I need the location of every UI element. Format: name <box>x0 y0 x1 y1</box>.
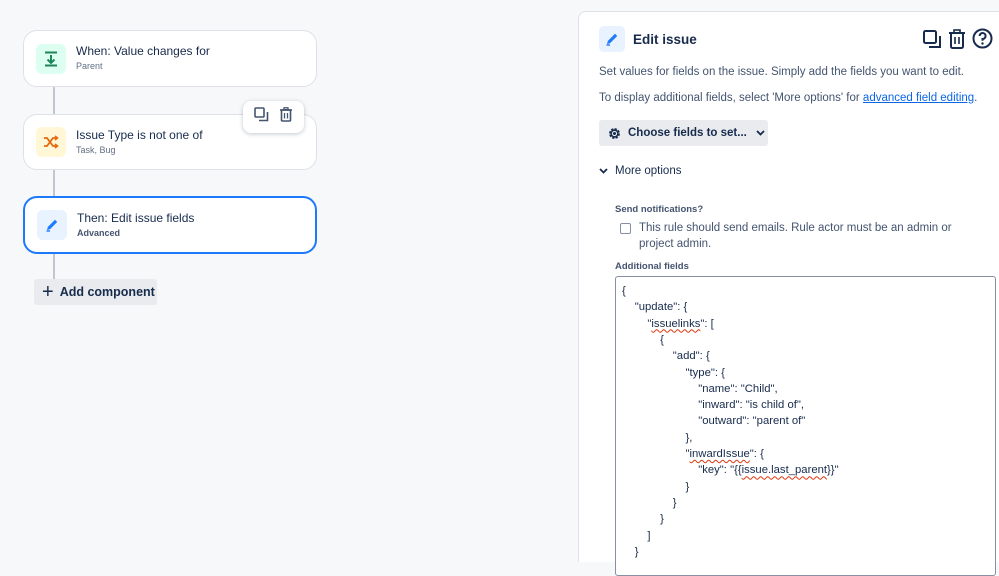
panel-title: Edit issue <box>633 31 697 47</box>
connector-line <box>53 169 55 197</box>
chevron-down-icon <box>756 130 765 136</box>
shuffle-icon <box>36 127 66 157</box>
connector-line <box>53 86 55 114</box>
node-toolbar <box>243 101 304 133</box>
condition-subtitle: Task, Bug <box>76 144 116 155</box>
advanced-field-editing-link[interactable]: advanced field editing <box>862 92 975 104</box>
panel-description-more: To display additional fields, select 'Mo… <box>599 92 977 104</box>
code-line: "type": { <box>685 366 725 379</box>
code-line: } <box>660 513 664 526</box>
add-component-label: Add component <box>59 285 155 299</box>
code-line: "inward": "is child of", <box>698 399 805 412</box>
code-line: "add": { <box>672 350 710 363</box>
choose-fields-button[interactable]: Choose fields to set... <box>599 120 768 146</box>
more-options-toggle[interactable]: More options <box>599 165 681 177</box>
trash-icon[interactable] <box>948 28 966 54</box>
code-line: "key": "{{issue.last_parent}}" <box>698 464 839 477</box>
add-component-button[interactable]: + Add component <box>34 279 157 305</box>
code-line: { <box>622 285 626 297</box>
code-line: ] <box>647 529 651 542</box>
code-line: { <box>660 333 664 346</box>
trigger-title: When: Value changes for <box>76 44 210 58</box>
duplicate-icon[interactable] <box>254 107 269 127</box>
code-line: "name": "Child", <box>698 382 778 395</box>
condition-title: Issue Type is not one of <box>76 127 203 142</box>
panel-actions <box>922 28 993 54</box>
chevron-down-icon <box>599 166 608 176</box>
rule-canvas: When: Value changes for Parent Issue Typ… <box>23 30 317 305</box>
plus-icon: + <box>42 281 54 303</box>
code-line: } <box>685 480 690 493</box>
code-line: "issuelinks": [ <box>647 317 714 330</box>
connector-line <box>53 253 55 279</box>
code-line: } <box>634 545 639 558</box>
send-notifications-text: This rule should send emails. Rule actor… <box>639 222 952 250</box>
duplicate-icon[interactable] <box>922 29 942 54</box>
action-subtitle: Advanced <box>77 227 121 238</box>
more-options-label: More options <box>615 165 682 177</box>
send-notifications-label: Send notifications? <box>615 204 704 215</box>
panel-header: Edit issue <box>599 26 697 52</box>
gear-icon <box>607 126 622 141</box>
trigger-node[interactable]: When: Value changes for Parent <box>23 30 317 87</box>
description-suffix: . <box>974 92 978 104</box>
code-line: } <box>672 496 677 509</box>
description-prefix: To display additional fields, select 'Mo… <box>599 92 863 104</box>
action-title: Then: Edit issue fields <box>77 210 195 225</box>
code-line: "outward": "parent of" <box>698 415 806 428</box>
trash-icon[interactable] <box>279 107 293 127</box>
edit-issue-panel: Edit issue Set values for fields on the … <box>578 11 999 576</box>
additional-fields-editor[interactable]: { "update": { "issuelinks": [ { "add": { "typ… <box>615 276 996 576</box>
pencil-icon <box>37 210 67 240</box>
action-node[interactable]: Then: Edit issue fields Advanced <box>23 196 317 254</box>
pencil-icon <box>599 26 625 52</box>
code-line: "update": { <box>634 301 688 314</box>
panel-description: Set values for fields on the issue. Simp… <box>599 66 965 78</box>
code-line: }, <box>685 431 693 444</box>
additional-fields-label: Additional fields <box>615 261 689 272</box>
send-notifications-checkbox[interactable] <box>620 223 631 234</box>
help-icon[interactable] <box>972 28 993 54</box>
choose-fields-label: Choose fields to set... <box>628 127 747 139</box>
code-line: "inwardIssue": { <box>685 448 764 460</box>
value-change-icon <box>36 43 66 74</box>
trigger-subtitle: Parent <box>76 61 103 71</box>
